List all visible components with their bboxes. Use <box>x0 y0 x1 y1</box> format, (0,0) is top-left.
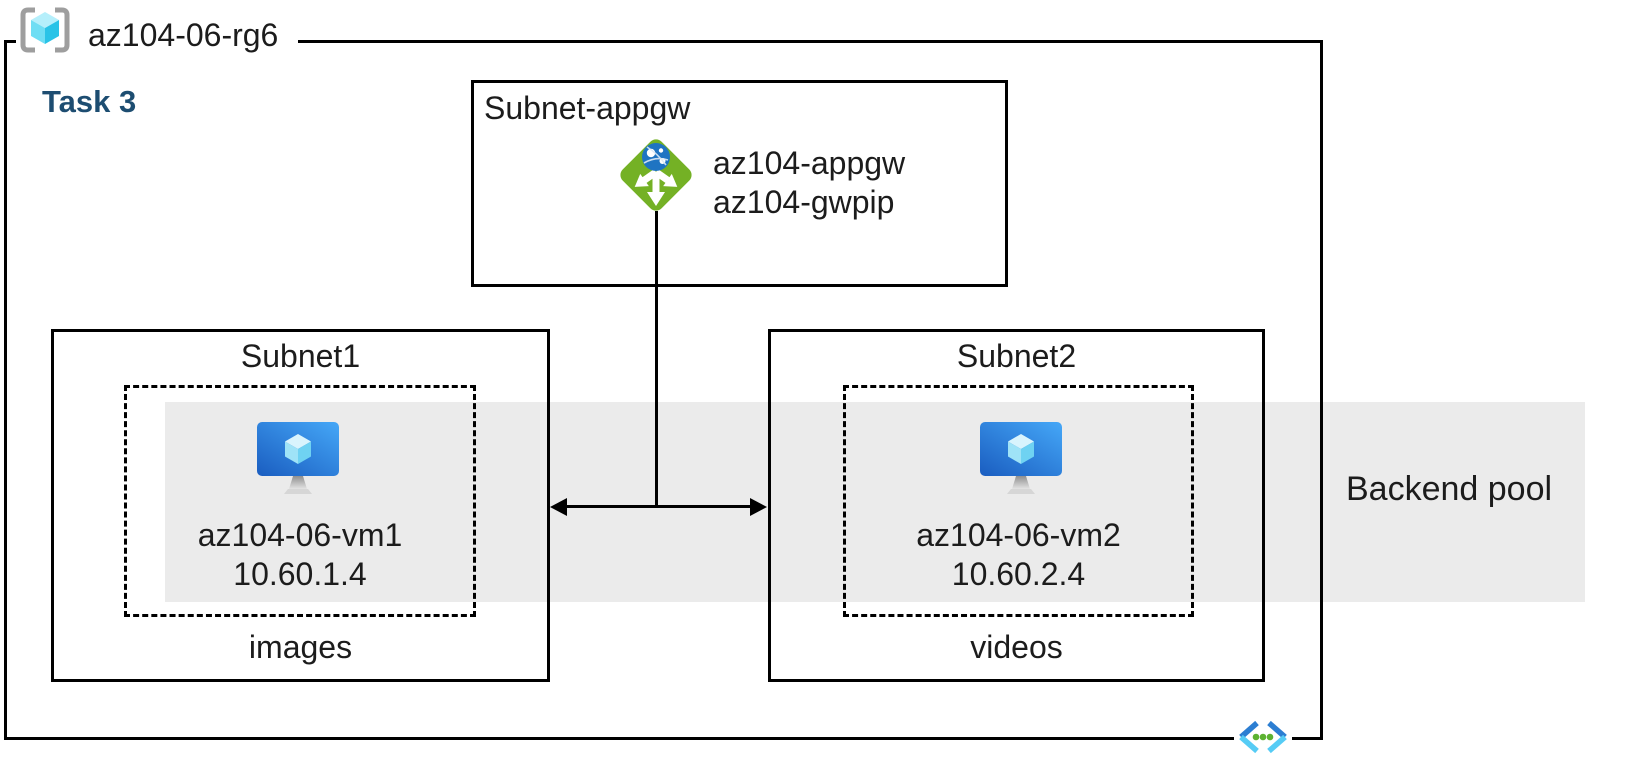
vm1-ip: 10.60.1.4 <box>233 556 367 592</box>
appgw-connector-line <box>655 211 658 508</box>
subnet2-box <box>768 329 1265 682</box>
left-arrowhead-icon <box>550 498 567 516</box>
subnet2-title: Subnet2 <box>956 338 1077 374</box>
application-gateway-icon <box>620 139 692 211</box>
vm1-name: az104-06-vm1 <box>197 517 403 553</box>
virtual-machine-icon <box>980 422 1062 494</box>
subnet1-title: Subnet1 <box>240 338 361 374</box>
appgw-name-label: az104-appgw <box>713 145 906 181</box>
backend-pool-label: Backend pool <box>1346 470 1553 508</box>
subnet2-backend-dashed-box <box>843 385 1194 617</box>
subnet-connector-line <box>562 505 754 508</box>
resource-group-box <box>4 40 1323 740</box>
appgw-subnet-box <box>471 80 1008 287</box>
vm2-name: az104-06-vm2 <box>916 517 1121 553</box>
appgw-resource-labels: az104-appgw az104-gwpip <box>713 144 905 222</box>
appgw-pip-label: az104-gwpip <box>713 184 895 220</box>
resource-group-border-gap <box>16 38 298 46</box>
backend-pool-band <box>165 402 1585 602</box>
subnet1-container-label: images <box>248 629 353 665</box>
vm2-ip: 10.60.2.4 <box>951 556 1086 592</box>
task-label: Task 3 <box>42 84 137 119</box>
subnet1-backend-dashed-box <box>124 385 476 617</box>
subnet1-box <box>51 329 550 682</box>
virtual-network-icon <box>1234 720 1292 754</box>
azure-resource-group-icon <box>20 7 70 53</box>
right-arrowhead-icon <box>750 498 767 516</box>
resource-group-label: az104-06-rg6 <box>88 17 279 53</box>
virtual-machine-icon <box>257 422 339 494</box>
appgw-subnet-title: Subnet-appgw <box>484 90 691 126</box>
subnet2-container-label: videos <box>970 629 1063 665</box>
